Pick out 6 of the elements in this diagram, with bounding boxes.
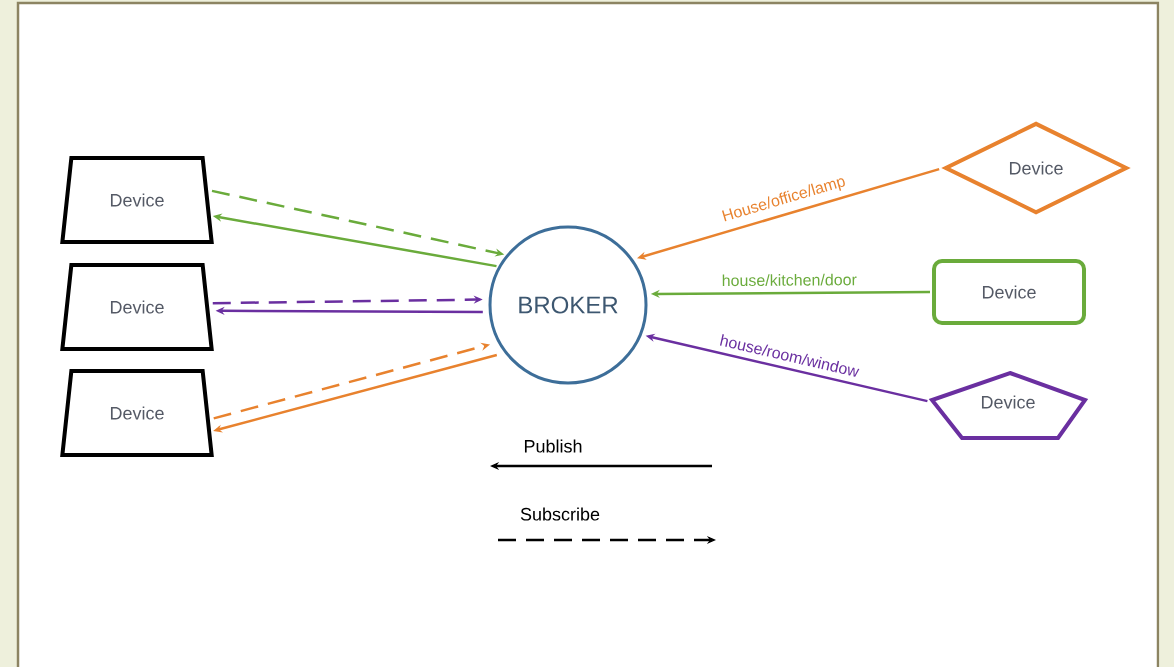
trapezoid-node: Device xyxy=(60,369,214,457)
legend-label: Publish xyxy=(524,439,582,453)
rounded-box: Device xyxy=(932,259,1086,325)
legend-label: Subscribe xyxy=(520,507,600,521)
trapezoid-node: Device xyxy=(60,263,214,351)
trapezoid-node: Device xyxy=(60,156,214,244)
